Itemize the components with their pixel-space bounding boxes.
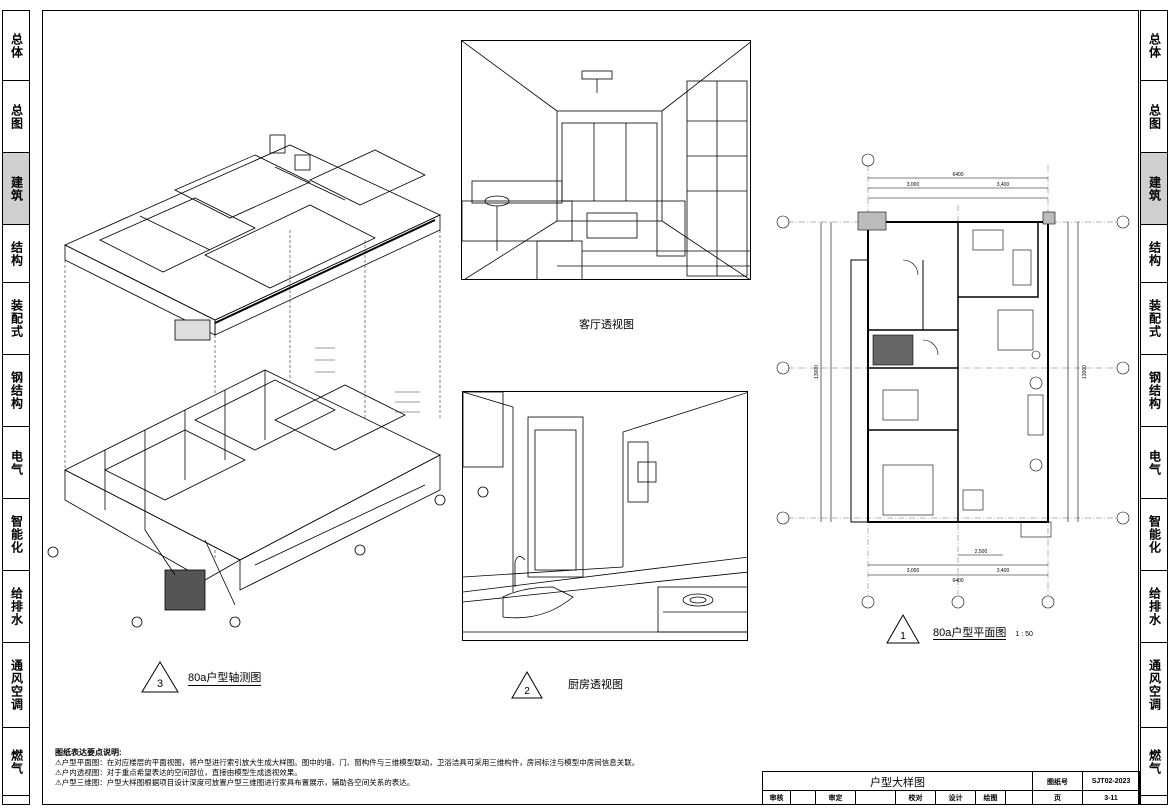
notes-item: ⚠户型三维图：户型大样图根据项目设计深度可放置户型三维图进行家具布置展示，辅助各… <box>55 778 415 787</box>
kitchen-title: 厨房透视图 <box>568 679 623 691</box>
right-discipline-tab[interactable]: 给排水 <box>1141 571 1167 643</box>
left-discipline-tab[interactable]: 总图 <box>3 81 29 153</box>
left-discipline-tab[interactable]: 钢结构 <box>3 355 29 427</box>
left-discipline-tab[interactable]: 给排水 <box>3 571 29 643</box>
plan-title: 80a户型平面图 1 : 50 <box>933 624 1033 640</box>
signature-field <box>856 791 896 805</box>
signature-field <box>1006 791 1033 805</box>
plan-right-width: 3,400 <box>997 182 1010 188</box>
left-discipline-tab[interactable]: 装配式 <box>3 283 29 355</box>
plan-title-marker: 1 <box>886 613 920 644</box>
page-number: 3-11 <box>1104 794 1118 802</box>
drawing-name: 户型大样图 <box>763 772 1033 791</box>
plan-left-height: 13000 <box>814 365 820 379</box>
left-discipline-tab[interactable]: 电气 <box>3 427 29 499</box>
floor-plan: 6400 3,000 3,400 3,000 3,400 6400 2,500 … <box>776 153 1130 609</box>
sheet-number: SJT02-2023 <box>1091 778 1131 785</box>
plan-number: 1 <box>900 631 906 642</box>
kitchen-title-marker: 2 <box>511 670 543 699</box>
living-room-caption: 客厅透视图 <box>579 319 634 331</box>
plan-right-height: 13000 <box>1082 365 1088 379</box>
notes-title: 图纸表达要点说明: <box>55 748 122 757</box>
notes-item: ⚠户内透视图：对于重点希望表达的空间部位，直接由模型生成透视效果。 <box>55 768 302 777</box>
right-discipline-tab[interactable]: 智能化 <box>1141 499 1167 571</box>
right-discipline-tab[interactable]: 总图 <box>1141 81 1167 153</box>
plan-bottom-left-width: 3,000 <box>907 568 920 574</box>
axonometric-title: 80a户型轴测图 <box>188 669 262 686</box>
plan-left-width: 3,000 <box>907 182 920 188</box>
plan-total-width: 6400 <box>952 172 963 178</box>
page-label: 页 <box>1033 791 1083 805</box>
plan-scale: 1 : 50 <box>1015 631 1033 638</box>
role-design: 设计 <box>936 791 976 805</box>
right-discipline-tab[interactable]: 钢结构 <box>1141 355 1167 427</box>
role-approve: 审定 <box>816 791 856 805</box>
title-block: 户型大样图 图纸号 SJT02-2023 审核 审定 校对 设计 绘图 页 3-… <box>762 771 1140 805</box>
kitchen-number: 2 <box>524 686 530 697</box>
left-discipline-tab[interactable]: 通风空调 <box>3 643 29 728</box>
right-discipline-tab[interactable]: 燃气 <box>1141 728 1167 796</box>
right-discipline-tab[interactable]: 结构 <box>1141 225 1167 283</box>
drawing-notes: 图纸表达要点说明: ⚠户型平面图：在对应楼层的平面视图，将户型进行索引放大生成大… <box>55 748 755 788</box>
left-discipline-index: 总体总图建筑结构装配式钢结构电气智能化给排水通风空调燃气 <box>2 10 30 805</box>
left-discipline-tab[interactable]: 燃气 <box>3 728 29 796</box>
role-check: 校对 <box>896 791 936 805</box>
plan-title-text: 80a户型平面图 <box>933 627 1007 640</box>
axonometric-title-marker: 3 <box>141 661 179 693</box>
right-discipline-tab[interactable]: 通风空调 <box>1141 643 1167 728</box>
sheet-label: 图纸号 <box>1033 772 1083 791</box>
axonometric-view <box>47 134 446 628</box>
role-draw: 绘图 <box>976 791 1006 805</box>
right-discipline-tab[interactable]: 装配式 <box>1141 283 1167 355</box>
signature-field <box>791 791 816 805</box>
notes-item: ⚠户型平面图：在对应楼层的平面视图，将户型进行索引放大生成大样图。图中的墙、门、… <box>55 758 640 767</box>
drawing-frame <box>42 10 1139 805</box>
plan-bottom-right-width: 3,400 <box>997 568 1010 574</box>
left-discipline-tab[interactable]: 结构 <box>3 225 29 283</box>
axonometric-number: 3 <box>157 678 163 690</box>
living-room-perspective <box>461 40 751 280</box>
right-discipline-tab[interactable]: 总体 <box>1141 11 1167 81</box>
left-discipline-tab[interactable]: 智能化 <box>3 499 29 571</box>
kitchen-perspective <box>462 391 748 641</box>
left-discipline-tab[interactable]: 建筑 <box>3 153 29 225</box>
right-discipline-tab[interactable]: 建筑 <box>1141 153 1167 225</box>
plan-mid-dim: 2,500 <box>975 549 988 555</box>
role-review: 审核 <box>763 791 791 805</box>
left-discipline-tab[interactable]: 总体 <box>3 11 29 81</box>
right-discipline-index: 总体总图建筑结构装配式钢结构电气智能化给排水通风空调燃气 <box>1140 10 1168 805</box>
plan-bottom-total-width: 6400 <box>952 578 963 584</box>
right-discipline-tab[interactable]: 电气 <box>1141 427 1167 499</box>
